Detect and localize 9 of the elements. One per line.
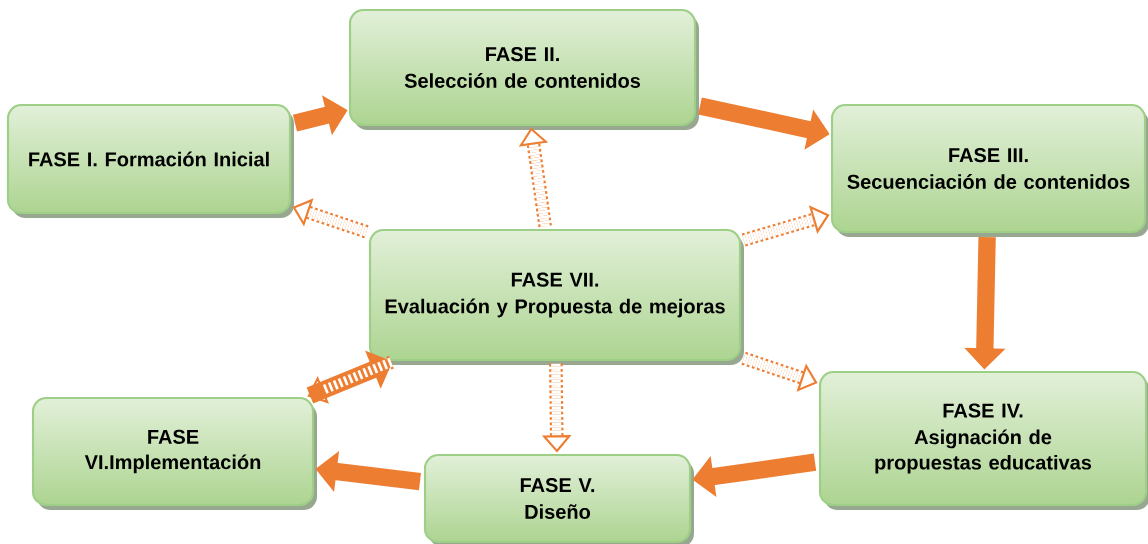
process-box: FASE VI.Implementación [31, 396, 317, 510]
block-arrow [741, 205, 830, 247]
process-box: FASE IV. Asignación de propuestas educativas [818, 370, 1148, 510]
process-box: FASE II. Selección de contenidos [348, 8, 699, 130]
process-box: FASE V. Diseño [423, 453, 694, 544]
process-box: FASE I. Formación Inicial [6, 103, 294, 218]
block-arrow [518, 127, 552, 228]
process-box: FASE VII. Evaluación y Propuesta de mejoras [368, 228, 744, 365]
process-box: FASE III. Secuenciación de contenidos [830, 103, 1148, 237]
